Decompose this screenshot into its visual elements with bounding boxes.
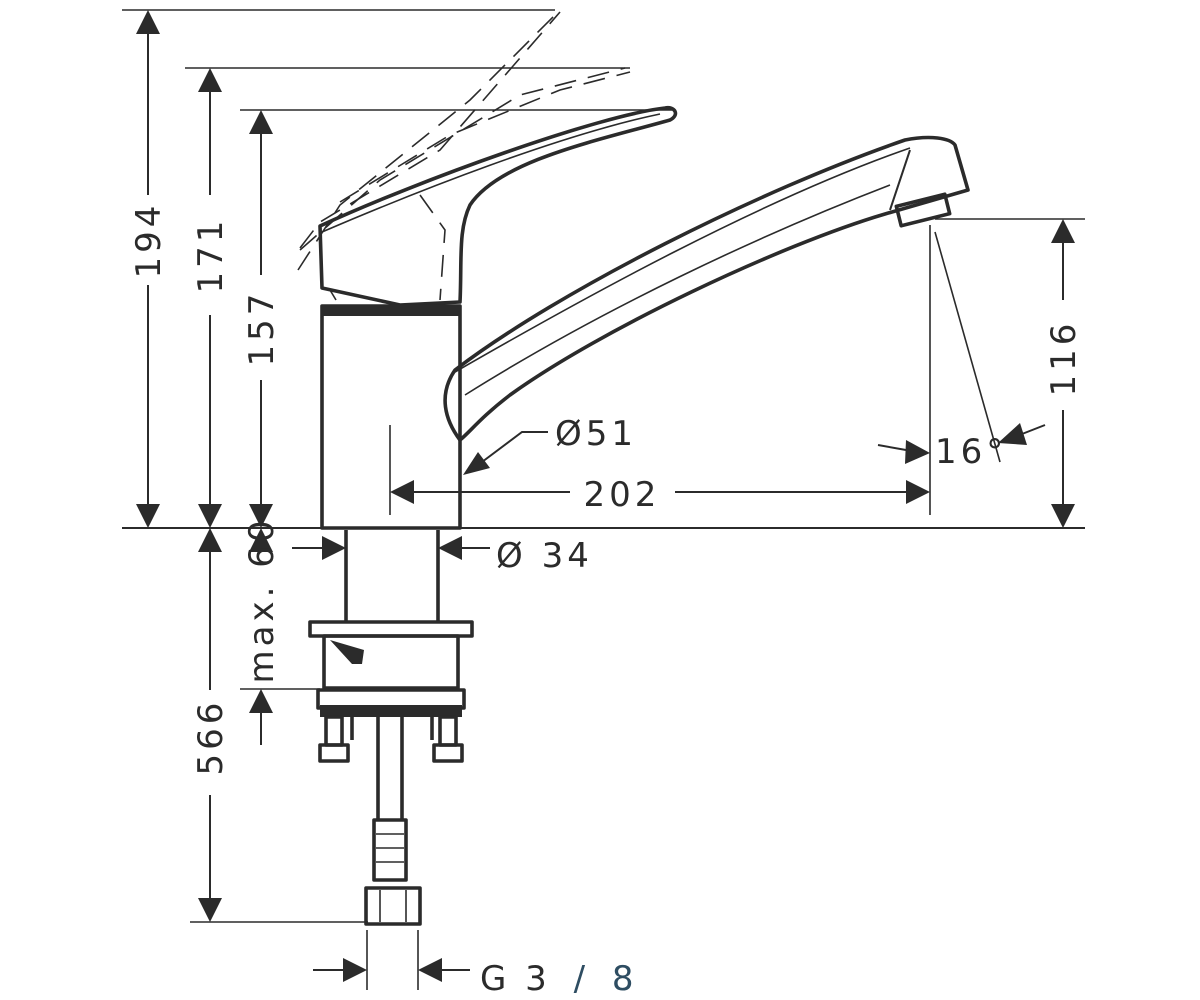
dimension-diameter-51: Ø51 (463, 414, 637, 475)
faucet-lever (318, 105, 678, 307)
label-thread: G 3 / 8 (480, 959, 638, 999)
dimension-spray-angle: 16° (877, 231, 1046, 472)
label-thread-suffix: 8 (612, 959, 638, 999)
label-thread-slash: / (574, 959, 589, 999)
faucet-spout (443, 135, 970, 442)
dimension-diameter-34: Ø 34 (292, 536, 593, 576)
dimension-thread: G 3 / 8 (313, 930, 638, 999)
label-diameter-34: Ø 34 (496, 536, 593, 576)
label-max-60: max. 60 (242, 517, 282, 684)
label-spray-angle: 16° (935, 432, 1007, 472)
dimension-194: 194 (129, 10, 169, 528)
label-diameter-51: Ø51 (555, 414, 637, 454)
label-thread-prefix: G 3 (480, 959, 551, 999)
mounting-assembly (308, 620, 474, 763)
supply-hoses (364, 717, 422, 926)
label-171: 171 (191, 217, 231, 294)
dimension-max-60: max. 60 (242, 517, 282, 745)
dimension-157: 157 (242, 110, 282, 528)
label-202: 202 (584, 475, 661, 515)
label-194: 194 (129, 202, 169, 279)
dimension-171: 171 (191, 68, 231, 528)
faucet-body (320, 304, 462, 530)
dimension-202: 202 (389, 225, 931, 515)
label-116: 116 (1044, 320, 1084, 397)
extension-lines (122, 9, 1085, 923)
dimension-566: 566 (191, 528, 231, 922)
label-566: 566 (191, 699, 231, 776)
faucet-shank (344, 530, 440, 622)
lever-ghost-positions (297, 11, 631, 301)
label-157: 157 (242, 290, 282, 367)
dimension-116: 116 (1044, 219, 1084, 528)
